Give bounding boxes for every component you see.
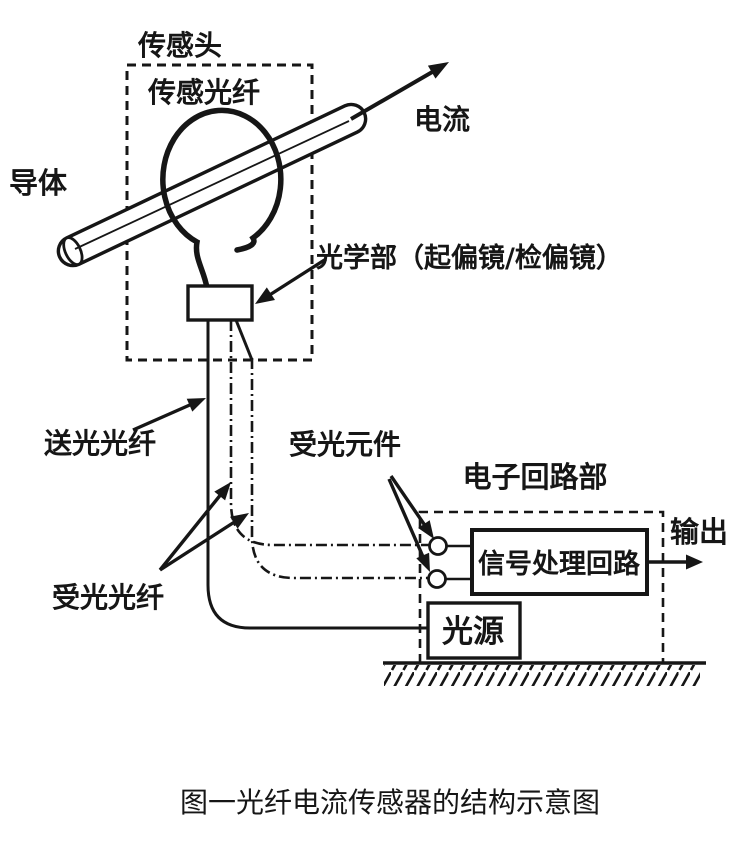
sending-fiber-arrow-head xyxy=(186,398,206,412)
receiving-fiber-line-1 xyxy=(229,320,430,547)
receiving-element-arrow-shaft-2 xyxy=(387,478,426,560)
signal-processing-box xyxy=(470,528,649,596)
ground-hatching xyxy=(384,665,700,686)
light-source-label: 光源 xyxy=(442,614,504,650)
receiving-element-label: 受光元件 xyxy=(289,428,401,461)
current-axis-line xyxy=(74,120,350,250)
receiving-fiber-arrow-head-1 xyxy=(214,482,231,501)
receiving-element-circle-2 xyxy=(427,569,447,589)
receiving-fiber-line-2 xyxy=(250,358,429,580)
signal-processing-label: 信号处理回路 xyxy=(478,548,641,580)
receiving-fiber-arrow-shaft-2 xyxy=(159,519,237,572)
current-arrow-head xyxy=(427,62,449,79)
output-label: 输出 xyxy=(670,515,728,549)
light-source-box xyxy=(426,601,522,660)
sending-fiber-arrow-shaft xyxy=(132,402,193,432)
receiving-element-circle-1 xyxy=(428,536,448,556)
current-label: 电流 xyxy=(414,103,470,136)
optical-unit-box xyxy=(186,284,254,322)
optical-unit-label: 光学部（起偏镜/检偏镜） xyxy=(315,242,623,274)
receiving-element-arrow-head-2 xyxy=(416,552,430,572)
conductor-rod-end-cap xyxy=(62,236,84,266)
receiving-element-arrow-shaft-1 xyxy=(389,475,428,528)
optical-unit-arrow-head xyxy=(255,287,275,304)
receiving-fiber-line-2-start xyxy=(234,319,254,361)
receiving-element-arrow-head-1 xyxy=(418,520,434,539)
annotation-arrows xyxy=(132,257,703,572)
output-arrow-head xyxy=(686,554,703,570)
electronic-circuit-label: 电子回路部 xyxy=(462,460,607,494)
current-arrow-shaft xyxy=(349,69,436,121)
sensor-head-label: 传感头 xyxy=(137,29,222,62)
receiving-fiber-arrow-shaft-1 xyxy=(158,491,224,572)
sensing-fiber-label: 传感光纤 xyxy=(147,76,260,109)
electronic-circuit-dashed-box xyxy=(418,510,665,663)
figure-caption: 图一光纤电流传感器的结构示意图 xyxy=(180,786,600,819)
sensing-fiber-loop xyxy=(160,107,284,291)
sending-fiber-label: 送光光纤 xyxy=(44,427,156,460)
receiving-fiber-arrow-head-2 xyxy=(230,513,249,529)
optical-unit-arrow-shaft xyxy=(267,257,327,298)
receiving-fiber-label: 受光光纤 xyxy=(52,581,164,614)
sending-fiber-line xyxy=(206,320,429,630)
conductor-label: 导体 xyxy=(9,166,68,200)
